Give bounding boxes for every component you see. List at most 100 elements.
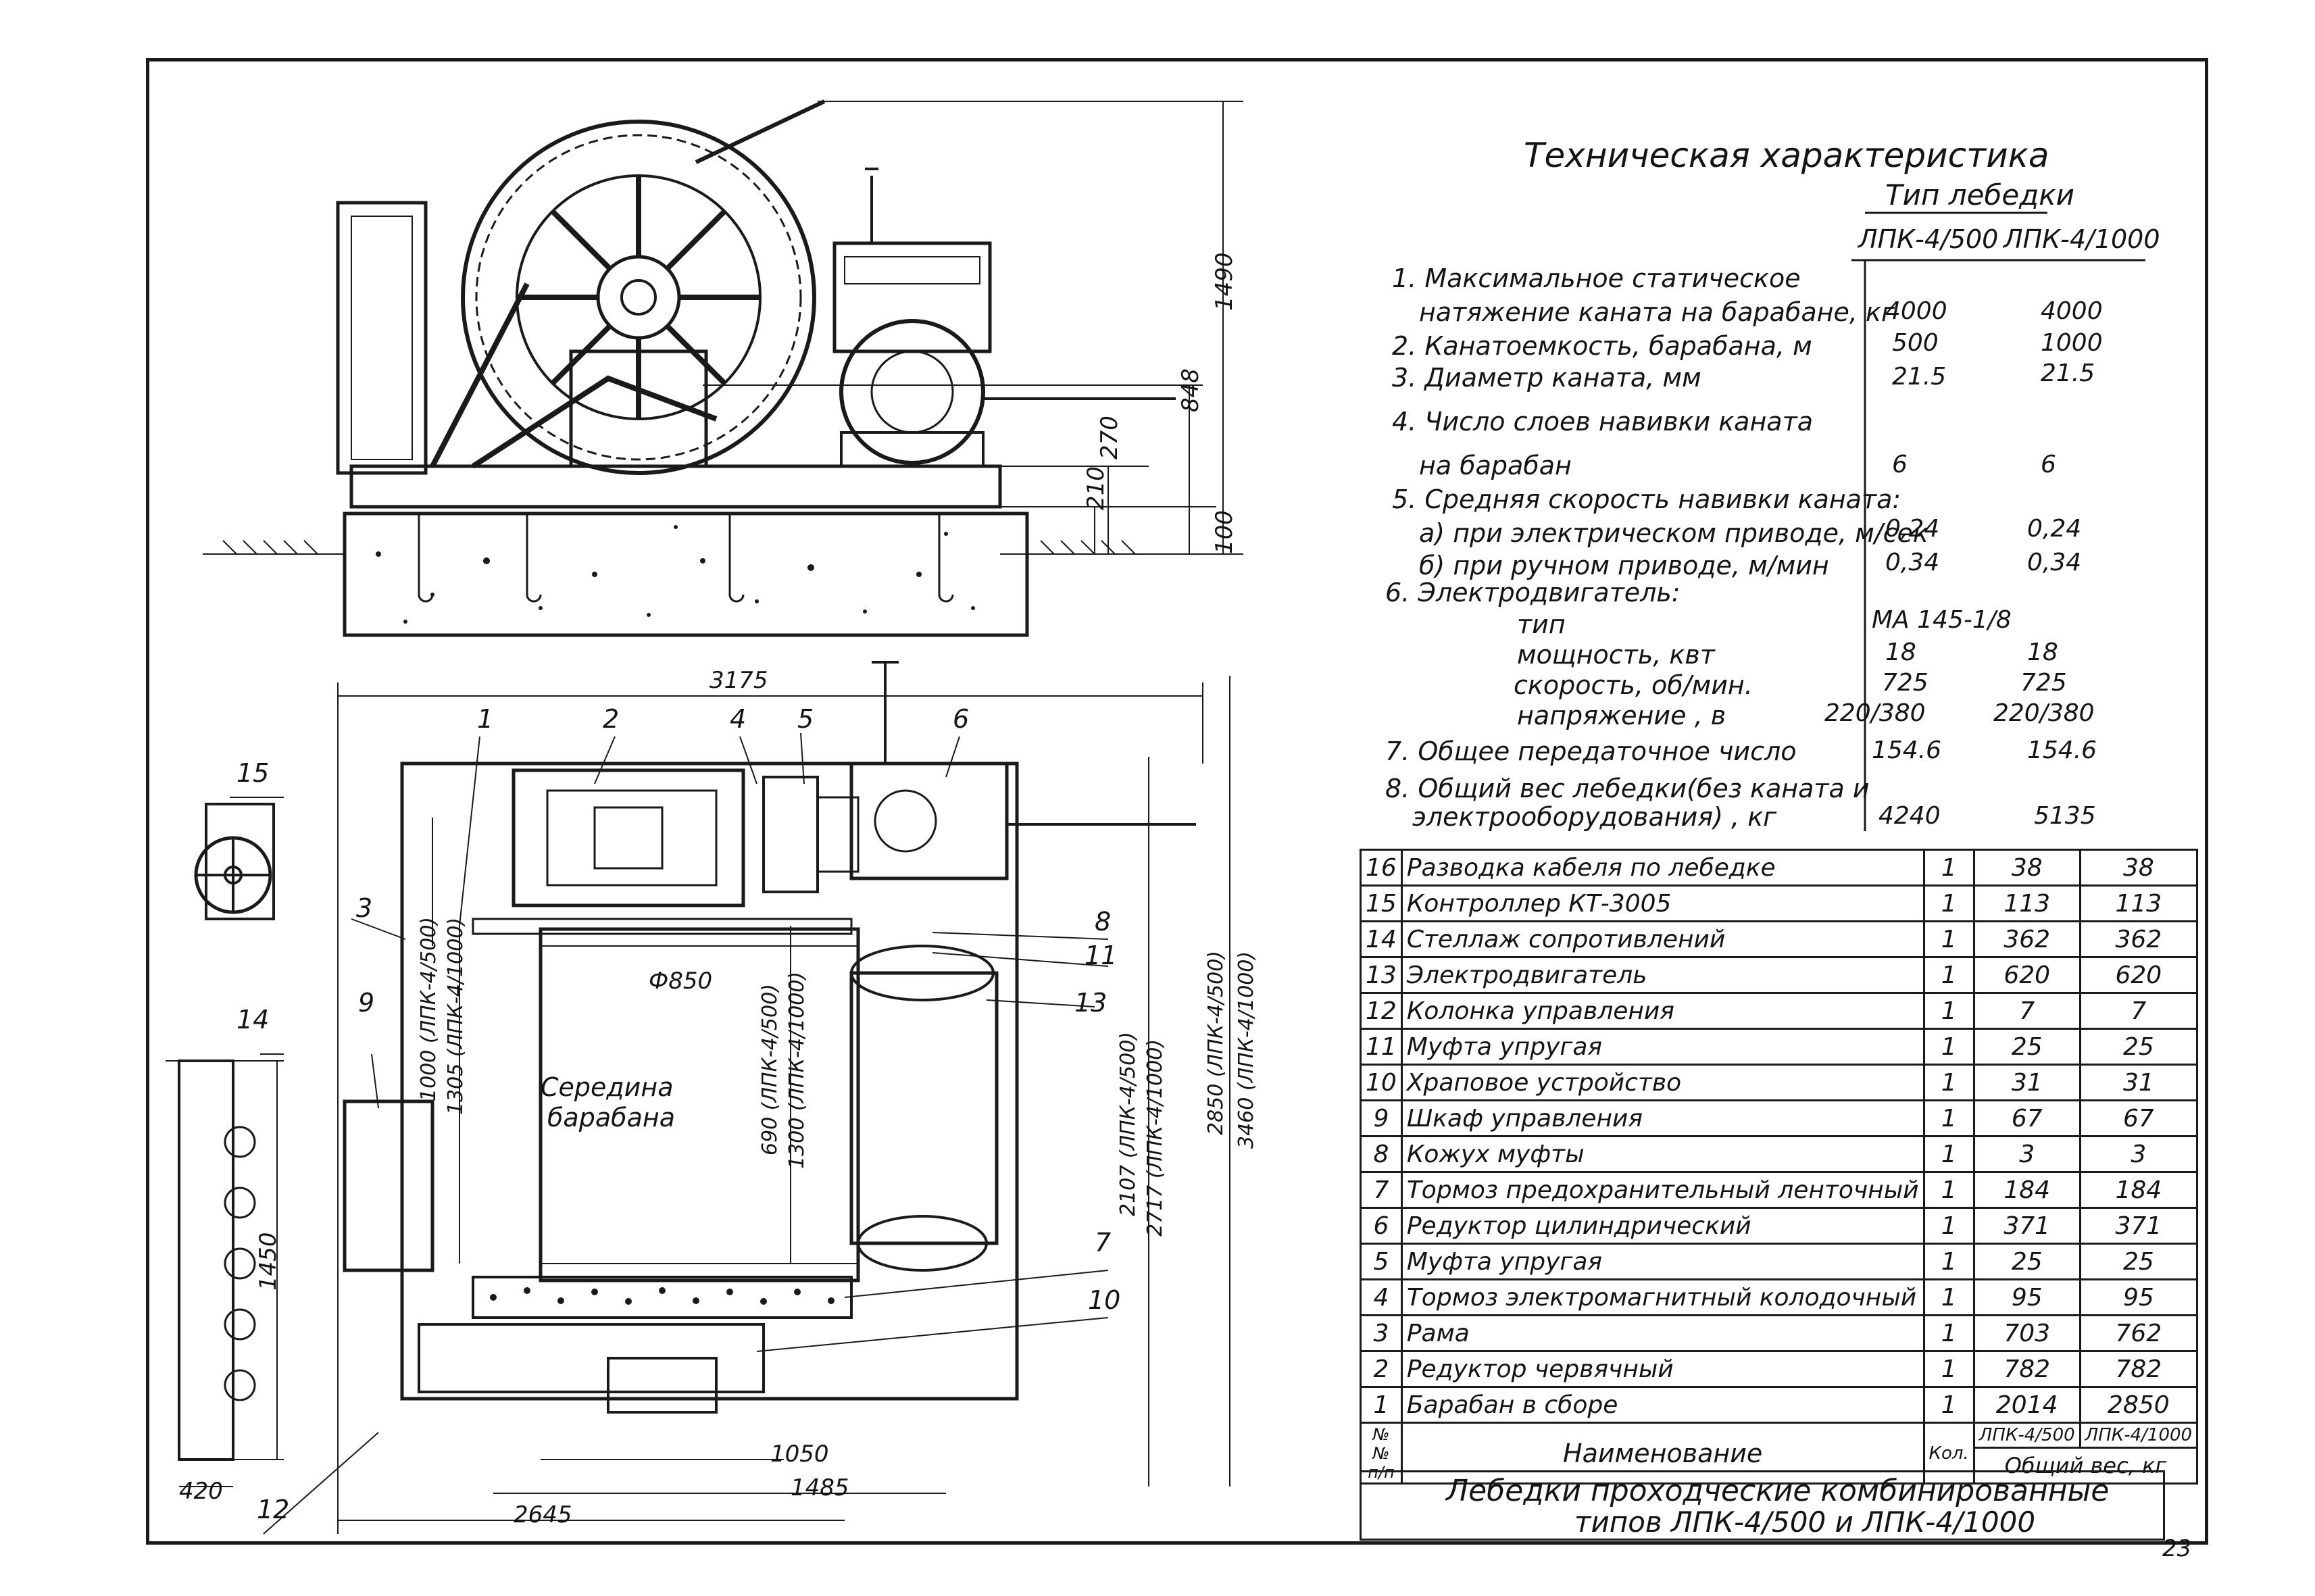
- dim-3175: 3175: [710, 667, 768, 694]
- callout-7: 7: [1095, 1228, 1112, 1257]
- spec-row-v2: 725: [2020, 669, 2067, 697]
- spec-row-label: на барабан: [1419, 451, 1572, 480]
- winch-type-label: Тип лебедки: [1885, 178, 2074, 211]
- spec-row-v1: 4240: [1878, 802, 1941, 830]
- spec-row-v2: 1000: [2041, 329, 2103, 357]
- spec-row-label: 5. Средняя скорость навивки каната:: [1392, 484, 1901, 514]
- callout-12: 12: [257, 1495, 290, 1524]
- callout-8: 8: [1095, 907, 1112, 937]
- spec-row-v1: 0,34: [1885, 549, 1940, 576]
- spec-row-v2: 5135: [2034, 802, 2096, 830]
- spec-row-label: 6. Электродвигатель:: [1385, 578, 1681, 607]
- sheet-number: 23: [2162, 1535, 2192, 1562]
- spec-row-v1: 21.5: [1892, 363, 1947, 391]
- spec-row-label: 1. Максимальное статическое: [1392, 264, 1801, 293]
- callout-4: 4: [730, 704, 747, 734]
- spec-row-label: тип: [1517, 609, 1566, 639]
- title-block: [1360, 1470, 2165, 1541]
- spec-row-v1: 154.6: [1872, 737, 1942, 764]
- detail-15-controller: [194, 803, 275, 920]
- spec-row-v1: МА 145-1/8: [1872, 606, 2012, 634]
- callout-5: 5: [797, 704, 814, 734]
- spec-row-label: 8. Общий вес лебедки(без каната и: [1385, 774, 1870, 803]
- callout-2: 2: [603, 704, 620, 734]
- side-elevation-view: [203, 99, 1243, 637]
- callout-3: 3: [356, 893, 373, 923]
- callout-6: 6: [953, 704, 970, 734]
- spec-row-v2: 6: [2041, 451, 2056, 478]
- bom-header-w2: ЛПК-4/1000: [2078, 1422, 2199, 1449]
- spec-row-v2: 21.5: [2041, 359, 2095, 387]
- bom-header-total: Общий вес, кг: [1972, 1447, 2199, 1485]
- callout-1: 1: [477, 704, 494, 734]
- spec-row-v2: 154.6: [2027, 737, 2097, 764]
- callout-10: 10: [1088, 1285, 1121, 1315]
- spec-col1-header: ЛПК-4/500: [1858, 224, 1999, 254]
- title-line-1: Лебедки проходческие комбинированные: [1446, 1474, 2110, 1508]
- spec-row-v1: 6: [1892, 451, 1908, 478]
- bom-header-num: №№ п/п: [1360, 1422, 1403, 1485]
- bom-header-w1: ЛПК-4/500: [1972, 1422, 2081, 1449]
- callout-11: 11: [1085, 941, 1118, 970]
- dim-1485: 1485: [791, 1474, 849, 1501]
- dim-d850: Ф850: [649, 968, 713, 995]
- spec-row-v2: 0,24: [2027, 515, 2082, 543]
- dim-2645: 2645: [514, 1501, 572, 1528]
- spec-row-label: скорость, об/мин.: [1514, 670, 1753, 700]
- detail-14-resistor-rack: [166, 1059, 284, 1487]
- bom-header-qty: Кол.: [1922, 1422, 1975, 1485]
- spec-row-v1: 4000: [1885, 297, 1947, 325]
- drum-middle-label-1: Середина: [541, 1072, 674, 1102]
- spec-row-label: электрооборудования) , кг: [1412, 802, 1777, 832]
- plan-view: [337, 661, 1230, 1534]
- spec-row-label: 7. Общее передаточное число: [1385, 737, 1797, 766]
- bom-header-total-row: Общий вес, кг: [1361, 1447, 2199, 1485]
- spec-col2-header: ЛПК-4/1000: [2003, 224, 2160, 254]
- callout-15: 15: [237, 758, 270, 788]
- drawing-frame: [146, 58, 2208, 1545]
- spec-row-label: 2. Канатоемкость, барабана, м: [1392, 331, 1812, 361]
- callout-9: 9: [358, 988, 375, 1018]
- spec-row-label: напряжение , в: [1517, 701, 1726, 730]
- spec-row-v2: 220/380: [1993, 699, 2095, 727]
- callout-13: 13: [1074, 988, 1107, 1018]
- spec-row-label: б) при ручном приводе, м/мин: [1419, 551, 1829, 580]
- spec-row-v2: 18: [2027, 639, 2058, 666]
- title-line-2: типов ЛПК-4/500 и ЛПК-4/1000: [1574, 1505, 2036, 1539]
- spec-row-v1: 0,24: [1885, 515, 1940, 543]
- spec-row-v2: 4000: [2041, 297, 2103, 325]
- callout-14: 14: [237, 1005, 270, 1034]
- spec-row-label: мощность, квт: [1517, 640, 1715, 670]
- spec-row-v1: 500: [1892, 329, 1939, 357]
- spec-row-label: а) при электрическом приводе, м/сек: [1419, 518, 1928, 548]
- bom-header-name: Наименование: [1400, 1422, 1925, 1485]
- spec-row-v1: 725: [1882, 669, 1928, 697]
- drum-middle-label-2: барабана: [547, 1103, 675, 1132]
- spec-row-label: 3. Диаметр каната, мм: [1392, 363, 1701, 393]
- spec-row-label: натяжение каната на барабане, кг: [1419, 297, 1895, 327]
- spec-row-v2: 0,34: [2027, 549, 2082, 576]
- dim-420: 420: [179, 1478, 223, 1505]
- spec-row-v1: 220/380: [1824, 699, 1926, 727]
- spec-title: Техническая характеристика: [1524, 136, 2049, 175]
- spec-row-v1: 18: [1885, 639, 1916, 666]
